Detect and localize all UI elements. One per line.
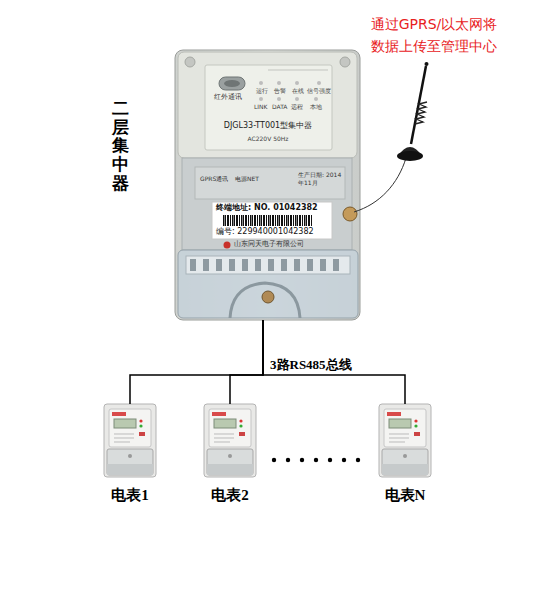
- bus-label: 3路RS485总线: [270, 357, 352, 373]
- device-text: 电源NET: [235, 175, 259, 182]
- meter-label: 电表2: [196, 486, 264, 504]
- device-model: DJGL33-TT001型集中器: [213, 121, 323, 131]
- meter-label: 电表1: [96, 486, 164, 504]
- led-label: 本地: [310, 103, 322, 110]
- electric-meter: 电表2: [196, 404, 264, 506]
- meter-label: 电表N: [371, 486, 439, 504]
- led-label: 信号强度: [307, 87, 331, 94]
- led-label: DATA: [272, 103, 287, 110]
- bus-wire: [230, 320, 263, 404]
- maker-text: 山东同天电子有限公司: [234, 240, 344, 248]
- device-text: AC220V 50Hz: [238, 135, 298, 142]
- led-label: LINK: [254, 103, 268, 110]
- bus-wire: [130, 320, 263, 404]
- led-label: 告警: [274, 87, 286, 94]
- bus-wire: [263, 320, 405, 404]
- led-label: 远程: [291, 103, 303, 110]
- device-heading: 二层集中器: [112, 100, 129, 193]
- device-text: 红外通讯: [214, 93, 242, 101]
- sticker-text: 编号: 229940001042382: [216, 227, 334, 237]
- upload-note: 通过GPRS/以太网将 数据上传至管理中心: [366, 13, 502, 57]
- sticker-text: 终端地址: NO. 01042382: [216, 203, 334, 213]
- electric-meter: 电表N: [371, 404, 439, 506]
- device-text: GPRS通讯: [200, 175, 228, 182]
- led-label: 在线: [292, 87, 304, 94]
- led-label: 运行: [256, 87, 268, 94]
- device-text: 生产日期: 2014年11月: [298, 171, 342, 187]
- electric-meter: 电表1: [96, 404, 164, 506]
